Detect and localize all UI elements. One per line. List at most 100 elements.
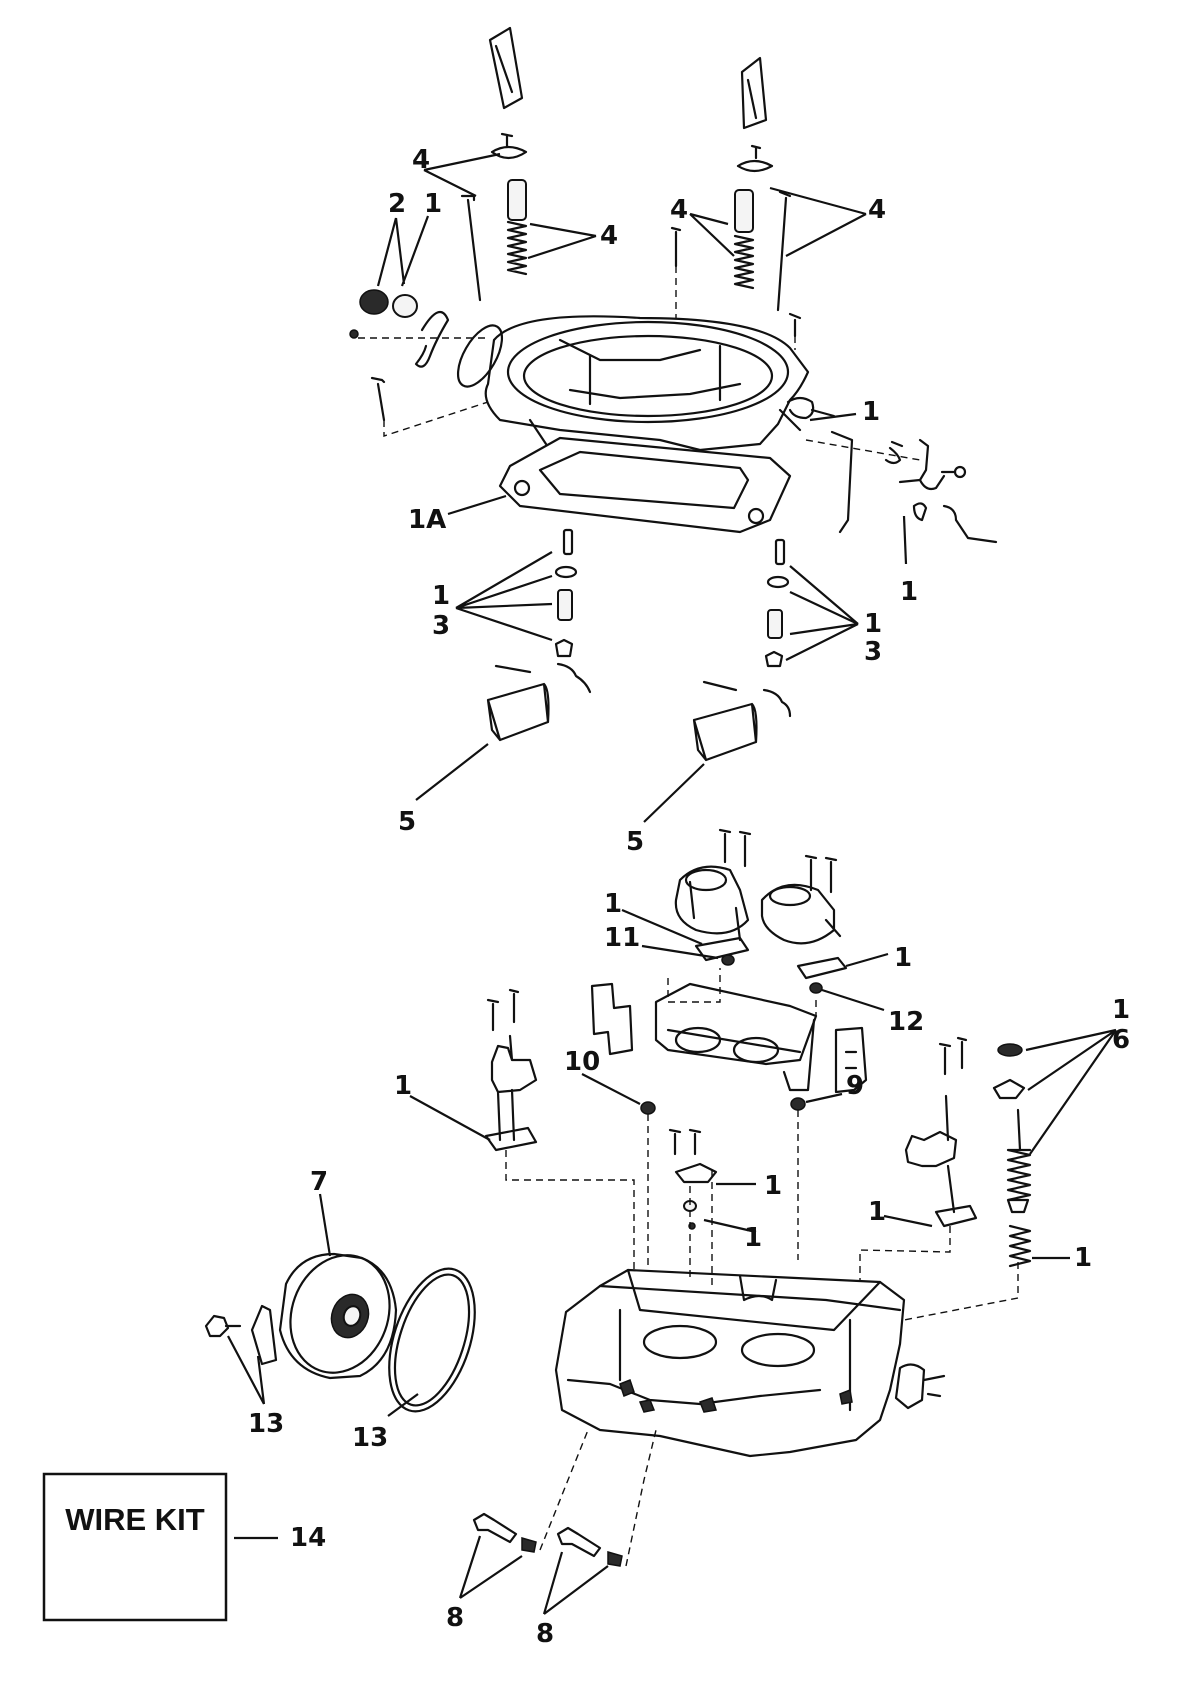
pull-off-face <box>289 1254 391 1374</box>
callout-5-right: 5 <box>626 827 644 857</box>
leader-13-left <box>227 1335 266 1405</box>
callout-14: 14 <box>290 1523 326 1553</box>
needle-left <box>554 638 574 658</box>
venturi-cluster <box>654 982 818 1066</box>
linkage-screw-head <box>953 465 967 479</box>
leader-4-top <box>423 152 501 197</box>
callout-1-throttle: 1 <box>862 397 880 427</box>
align-line-body-left <box>505 1114 649 1270</box>
mixture-screw-right <box>556 1526 602 1558</box>
align-line-top-right <box>675 266 921 461</box>
callout-1-idle-screw: 1 <box>1074 1243 1092 1273</box>
leader-4-mid-right-a <box>689 212 735 257</box>
callout-4-mid-left: 4 <box>600 221 618 251</box>
align-line-body-right <box>797 1110 1019 1321</box>
check-ball-12 <box>809 982 823 994</box>
callout-1-float-left: 1 <box>432 581 450 611</box>
linkage-spring-clip <box>884 440 904 465</box>
main-body-detail <box>566 1274 852 1412</box>
leader-1-linkage <box>902 515 908 565</box>
piston-housings <box>590 828 868 1094</box>
callout-7: 7 <box>310 1167 328 1197</box>
check-ball-9 <box>790 1097 806 1111</box>
screw-left-side <box>370 376 386 422</box>
bore-b <box>740 1332 816 1368</box>
spring-left <box>506 220 528 276</box>
leader-1A <box>447 494 507 516</box>
callout-1-float-right: 1 <box>864 609 882 639</box>
linkage-lever <box>898 438 946 491</box>
leader-1-throttle <box>809 412 857 422</box>
callout-1-step-left: 1 <box>394 1071 412 1101</box>
callout-1-pump-a: 1 <box>764 1171 782 1201</box>
leader-1-gasket-right <box>845 952 889 968</box>
callout-2: 2 <box>388 189 406 219</box>
callout-13-right: 13 <box>352 1423 388 1453</box>
callout-labels: 4 2 1 4 4 4 1 1A 1 1 3 1 3 5 5 1 11 1 12… <box>248 145 1130 1649</box>
main-body-dark-parts <box>619 1379 853 1413</box>
leader-1-3-left <box>455 551 553 642</box>
venturi-a <box>674 1026 722 1054</box>
step-up-right-gasket <box>934 1204 978 1228</box>
air-horn-detail <box>528 338 802 446</box>
leader-7 <box>318 1193 332 1257</box>
callout-6: 6 <box>1112 1025 1130 1055</box>
callout-11: 11 <box>604 923 640 953</box>
leader-1-6 <box>1025 1028 1117 1155</box>
step-up-left <box>490 1034 538 1142</box>
leader-10 <box>581 1073 641 1105</box>
main-body-outline <box>554 1268 906 1458</box>
choke-clip <box>349 329 359 339</box>
air-horn-rim-inner <box>522 334 774 418</box>
metering-rod-right <box>776 190 792 312</box>
leader-1-step-right <box>883 1214 933 1228</box>
leader-5-right <box>643 763 705 823</box>
leader-9 <box>805 1092 843 1104</box>
leader-5-left <box>415 743 489 801</box>
gasket-hole-b <box>747 507 765 525</box>
piston-left <box>507 179 527 221</box>
idle-spring <box>1008 1224 1032 1268</box>
callout-1-gasket-right: 1 <box>894 943 912 973</box>
pull-off-hub <box>342 1305 362 1327</box>
mixture-spring-left <box>521 1537 537 1553</box>
callout-1-step-right: 1 <box>868 1197 886 1227</box>
screw-top-right <box>788 312 802 338</box>
pump-housing-left <box>674 865 750 942</box>
float-hinge-right <box>762 688 792 718</box>
float-hinge-left <box>556 662 592 694</box>
float-assemblies <box>486 528 792 762</box>
gasket-hole-a <box>513 479 531 497</box>
callout-8-left: 8 <box>446 1603 464 1633</box>
callout-12: 12 <box>888 1007 924 1037</box>
idle-gasket <box>992 1078 1026 1100</box>
air-horn-assembly <box>349 26 998 544</box>
wire-kit-box: WIRE KIT <box>42 1472 228 1622</box>
choke-plate <box>456 324 504 388</box>
leader-4-mid-right-b <box>769 186 867 257</box>
screws-pump <box>668 1128 702 1156</box>
main-body <box>505 1110 1019 1458</box>
air-horn-linkage-rod <box>830 430 854 534</box>
mixture-spring-right <box>607 1551 623 1567</box>
float-right <box>692 702 758 762</box>
choke-lever <box>414 310 450 368</box>
leader-12 <box>821 988 885 1012</box>
screws-step-right <box>938 1036 968 1076</box>
callout-3-float-left: 3 <box>432 611 450 641</box>
leader-1-step-left <box>409 1095 491 1141</box>
idle-washer <box>997 1043 1023 1057</box>
screw-top-left <box>670 226 682 268</box>
float-left <box>486 682 550 742</box>
leader-11 <box>641 944 719 960</box>
pump-housing-left-top <box>684 868 728 892</box>
dashed-housing-link <box>667 968 817 1016</box>
main-body-top <box>598 1268 902 1332</box>
callout-1-linkage: 1 <box>900 577 918 607</box>
callout-8-right: 8 <box>536 1619 554 1649</box>
step-up-right <box>904 1094 958 1214</box>
align-line-body-center <box>689 1170 713 1290</box>
float-pin-left <box>494 664 532 674</box>
cap-left <box>488 26 524 110</box>
callout-4-top: 4 <box>412 145 430 175</box>
